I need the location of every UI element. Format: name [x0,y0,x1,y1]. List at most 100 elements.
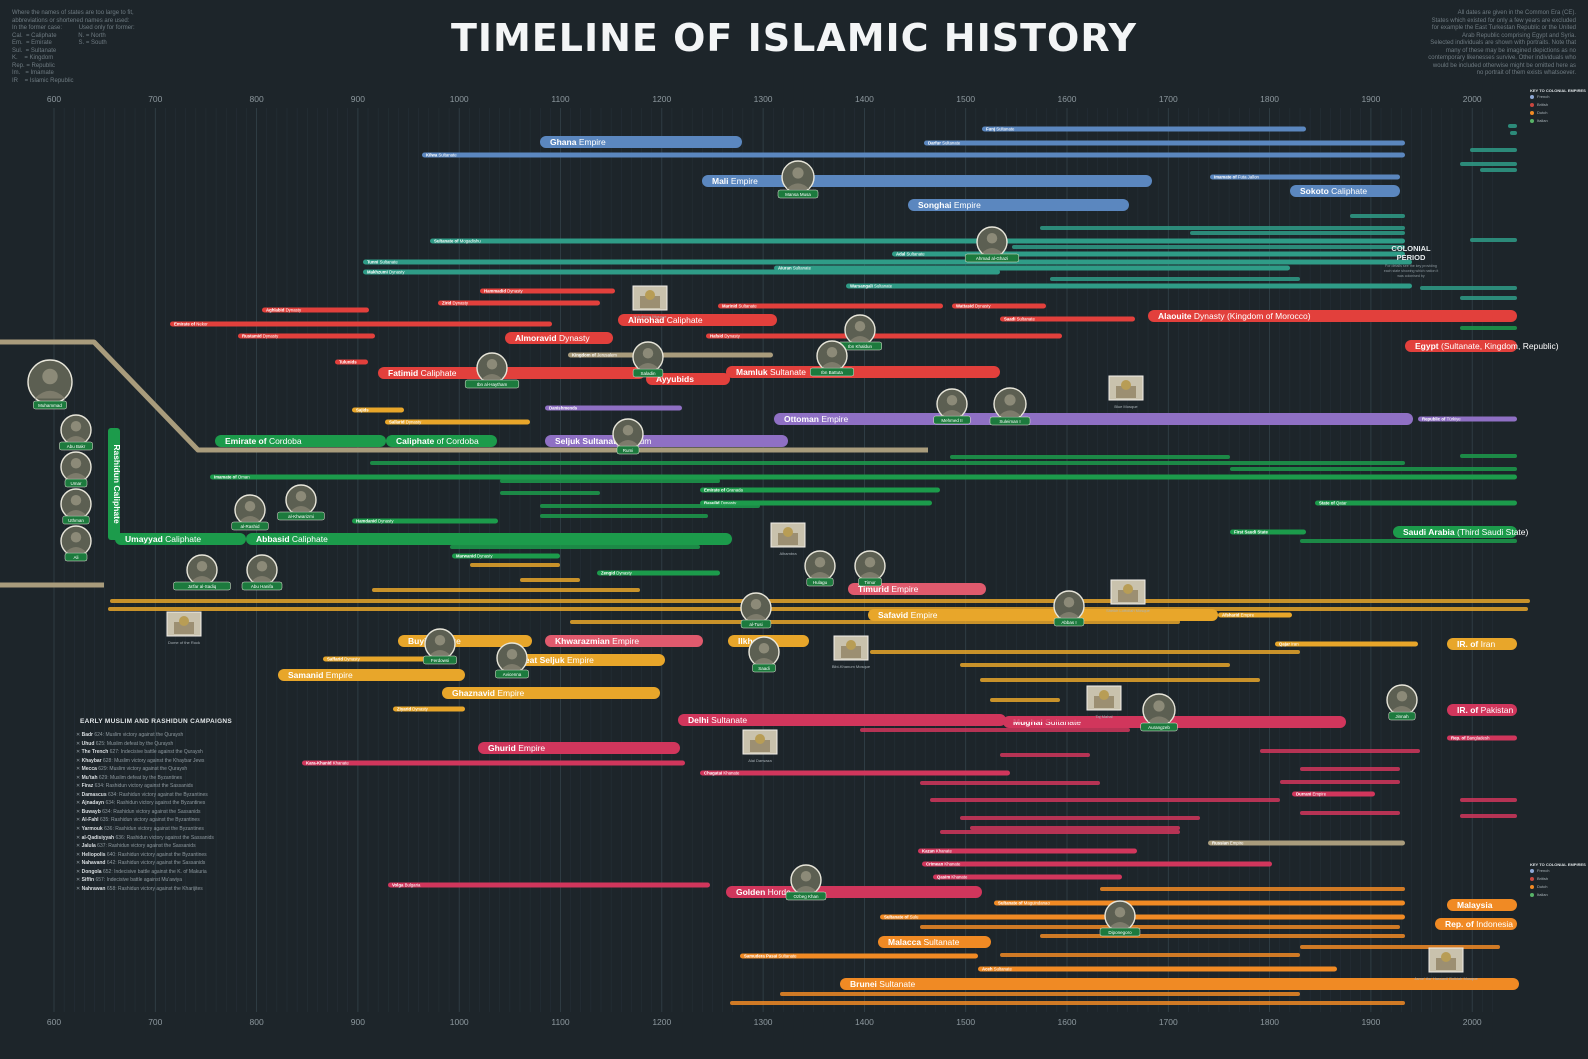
portrait: Umar [60,451,92,488]
state-suffix: Sultanate [770,367,806,377]
state-bar-label: Chagatai Khanate [704,771,740,776]
state-bar-label: Sajids [356,408,369,413]
minor-state-bar [570,620,1180,624]
state-suffix: Qatar [1336,501,1347,506]
state-bar-fill [868,609,1218,621]
state-bar-fill [678,714,1006,726]
portrait-label-box [933,415,971,425]
campaign-entry: ✕ Badr 624: Muslim victory against the Q… [76,731,276,740]
minor-state-bar [108,607,1528,611]
state-bar-fill [700,487,940,493]
state-bar: Emirate of Cordoba [215,435,386,447]
portrait-label-box [241,581,283,591]
monument: Taj Mahal [1086,685,1122,719]
state-bar-label: First Saudi State [1234,530,1269,535]
state-suffix: Caliphate [1331,186,1367,196]
monument-name: Alhambra [779,551,797,556]
portrait-name: Abu Hanifa [251,584,274,589]
state-bar-fill [215,435,386,447]
state-bar-fill [908,199,1129,211]
state-bar: Seljuk Sultanate of Rûm [545,435,788,447]
state-bar-fill [846,283,1412,289]
year-tick-label: 1300 [754,1017,773,1027]
portrait-label-box [1053,617,1085,627]
minor-state-bar [1460,814,1517,818]
state-bar: State of Qatar [1315,500,1517,506]
state-bar-label: Ghana Empire [550,137,606,147]
portrait-body [637,363,659,369]
portrait-body [1058,612,1080,618]
minor-state-bar [1190,231,1405,235]
state-bar: Ghaznavid Empire [442,687,660,699]
state-bar-fill [352,518,498,524]
state-bar: Aceh Sultanate [978,966,1337,972]
portrait-head [196,561,208,572]
state-suffix: Sultanate [994,967,1013,972]
key-title: KEY TO COLONIAL EMPIRES [1530,862,1586,867]
state-name: Alaouite [1158,311,1194,321]
monument: Dome of the Rock [166,611,202,645]
monument-building [1116,386,1136,398]
monument-building [174,622,194,634]
state-bar-label: Umayyad Caliphate [125,534,201,544]
campaign-name: The Trench [81,749,110,756]
state-bar-label: Kilwa Sultanate [426,153,457,158]
key-label: Italian [1537,118,1548,123]
state-name: Russian [1212,841,1230,846]
state-suffix: Sultanate [923,937,959,947]
state-suffix: Dynasty [975,304,991,309]
portrait-body [617,440,639,446]
state-bar-fill [706,333,1062,339]
portrait: Mansa Musa [777,160,819,199]
portrait: al-Khwarizmi [277,484,325,521]
portrait-head [1153,700,1165,712]
state-suffix: Dynasty [477,554,493,559]
key-item: Dutch [1530,883,1586,891]
state-bar-label: Ottoman Empire [784,414,849,424]
year-tick-label: 1500 [956,94,975,104]
year-tick-label: 1900 [1361,1017,1380,1027]
minor-state-bar [540,514,708,518]
state-bar: First Saudi State [1230,529,1306,535]
state-bar-label: Sultanate of Maguindanao [998,901,1050,906]
state-name: Warsangali [850,284,874,289]
state-bar-label: Ajuran Sultanate [778,266,812,271]
state-suffix: Dynasty [453,301,469,306]
cross-icon: ✕ [76,877,82,884]
campaign-entry: ✕ Heliopolis 640: Rashidun victory again… [76,851,276,860]
state-suffix: Oman [238,475,250,480]
portrait-head [434,635,446,646]
state-bar: Republic of Türkiye [1418,416,1517,422]
state-suffix: Empire [518,743,545,753]
campaign-entry: ✕ Buwayb 634: Rashidun victory against t… [76,808,276,817]
monument-name: Alai Darwaza [748,758,772,763]
monument-dome [1099,690,1109,700]
state-bar: Umayyad Caliphate [115,533,246,545]
state-bar: Egypt (Sultanate, Kingdom, Republic) [1405,340,1559,352]
state-name: Tulunids [339,360,357,365]
cross-icon: ✕ [76,783,82,790]
portrait-name: Ali [73,555,78,560]
state-bar-fill [505,654,665,666]
state-bar-fill [540,136,742,148]
campaign-name: Dongola [81,868,103,875]
state-suffix: Empire [954,200,981,210]
campaign-desc: 629: Muslim victory against the Quraysh [98,766,188,773]
campaign-entry: ✕ Yarmouk 636: Rashidun victory against … [76,825,276,834]
state-suffix: Empire [1230,841,1244,846]
portrait: Muhammad [27,359,73,410]
portrait-label-box [989,416,1031,426]
campaign-desc: 636: Rashidun victory against the Sassan… [115,834,214,841]
minor-state-bar [1508,124,1517,128]
state-suffix: Sultanate [942,141,961,146]
state-bar-fill [618,314,777,326]
state-suffix: Maguindanao [1024,901,1051,906]
portrait-label-box [59,441,93,451]
portrait: Diponegoro [1099,900,1141,937]
state-bar-label: Saadi Sultanate [1004,317,1035,322]
state-bar-fill [385,419,530,425]
state-bar-label: Emirate of Granada [704,488,744,493]
state-bar-label: Danishmends [549,406,578,411]
state-suffix: Futa Jallon [1238,175,1260,180]
state-suffix: (Sultanate, Kingdom, Republic) [1441,341,1559,351]
